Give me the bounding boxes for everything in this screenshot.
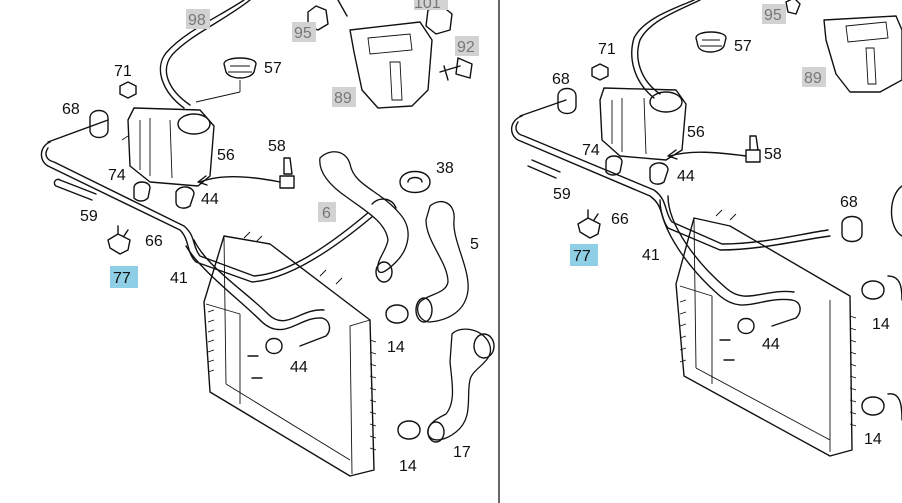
- r-clamp-68-top: [557, 87, 577, 115]
- r-label-41: 41: [642, 247, 660, 264]
- label-5: 5: [470, 236, 479, 253]
- tube-59: [53, 178, 97, 201]
- r-clip-95: [785, 0, 801, 15]
- label-74: 74: [108, 167, 126, 184]
- r-sensor-58: [745, 135, 761, 163]
- clamp-68: [89, 109, 109, 139]
- hose-5: [416, 201, 469, 323]
- r-label-56: 56: [687, 124, 705, 141]
- r-clamp-14-upper: [861, 280, 885, 300]
- r-label-68-top: 68: [552, 71, 570, 88]
- radiator: [203, 235, 375, 477]
- label-89: 89: [334, 90, 352, 107]
- label-92: 92: [457, 39, 475, 56]
- r-label-89: 89: [804, 70, 822, 87]
- label-71: 71: [114, 63, 132, 80]
- hose-6: [319, 151, 409, 274]
- r-label-77: 77: [573, 248, 591, 265]
- overflow-tube: [40, 141, 381, 283]
- clip-74: [133, 181, 151, 202]
- r-clip-74: [605, 155, 623, 176]
- r-label-44-lower: 44: [762, 336, 780, 353]
- label-38: 38: [436, 160, 454, 177]
- r-nut-71: [591, 63, 609, 81]
- label-56: 56: [217, 147, 235, 164]
- label-59: 59: [80, 208, 98, 225]
- label-44-top: 44: [201, 191, 219, 208]
- left-panel: 98 95 101 92 89 71 57 68 58 56 38 74 44 …: [40, 0, 495, 477]
- label-57: 57: [264, 60, 282, 77]
- cap-57: [223, 57, 257, 79]
- label-68: 68: [62, 101, 80, 118]
- clamp-14-upper: [385, 304, 409, 324]
- hose-98: [165, 0, 251, 106]
- r-hose-98: [637, 0, 701, 95]
- r-label-58: 58: [764, 146, 782, 163]
- r-label-57: 57: [734, 38, 752, 55]
- label-66: 66: [145, 233, 163, 250]
- expansion-tank-56: [127, 107, 215, 187]
- r-label-14-upper: 14: [872, 316, 890, 333]
- r-label-71: 71: [598, 41, 616, 58]
- label-98: 98: [188, 12, 206, 29]
- clamp-38: [399, 170, 431, 194]
- r-label-59: 59: [553, 186, 571, 203]
- clamp-14-lower: [397, 420, 421, 440]
- hose-41: [185, 245, 331, 347]
- r-tube-59: [527, 159, 561, 179]
- r-label-66: 66: [611, 211, 629, 228]
- label-44-lower: 44: [290, 359, 308, 376]
- label-95: 95: [294, 25, 312, 42]
- r-label-74: 74: [582, 142, 600, 159]
- r-clamp-14-lower: [861, 396, 885, 416]
- r-cap-57: [695, 31, 727, 53]
- right-panel: 95 89 71 57 68 56 74 58 44 59 68 66 77 4…: [511, 0, 902, 457]
- bolt-92: [439, 57, 473, 81]
- r-label-95: 95: [764, 7, 782, 24]
- r-radiator: [675, 217, 853, 457]
- r-label-44-top: 44: [677, 168, 695, 185]
- label-77: 77: [113, 270, 131, 287]
- r-label-14-lower: 14: [864, 431, 882, 448]
- r-clamp-44-top: [649, 162, 669, 185]
- clamp-44-top: [175, 186, 195, 209]
- reservoir-89: [349, 21, 433, 109]
- r-expansion-tank-56: [599, 87, 687, 161]
- label-14-lower: 14: [399, 458, 417, 475]
- label-101: 101: [414, 0, 441, 12]
- clip-77: [107, 225, 131, 255]
- label-17: 17: [453, 444, 471, 461]
- r-clip-77: [577, 209, 601, 239]
- r-reservoir-89: [823, 15, 902, 93]
- label-41: 41: [170, 270, 188, 287]
- r-overflow-tube: [511, 115, 831, 251]
- label-58: 58: [268, 138, 286, 155]
- label-14-upper: 14: [387, 339, 405, 356]
- r-label-68-right: 68: [840, 194, 858, 211]
- r-clamp-44-lower: [737, 317, 755, 335]
- nut-71: [119, 81, 137, 99]
- r-clamp-68-right: [841, 215, 863, 243]
- sensor-58: [279, 157, 295, 189]
- hose-17: [427, 328, 492, 441]
- label-6: 6: [322, 205, 331, 222]
- r-hose-41: [659, 199, 801, 327]
- clamp-44-lower: [265, 337, 283, 355]
